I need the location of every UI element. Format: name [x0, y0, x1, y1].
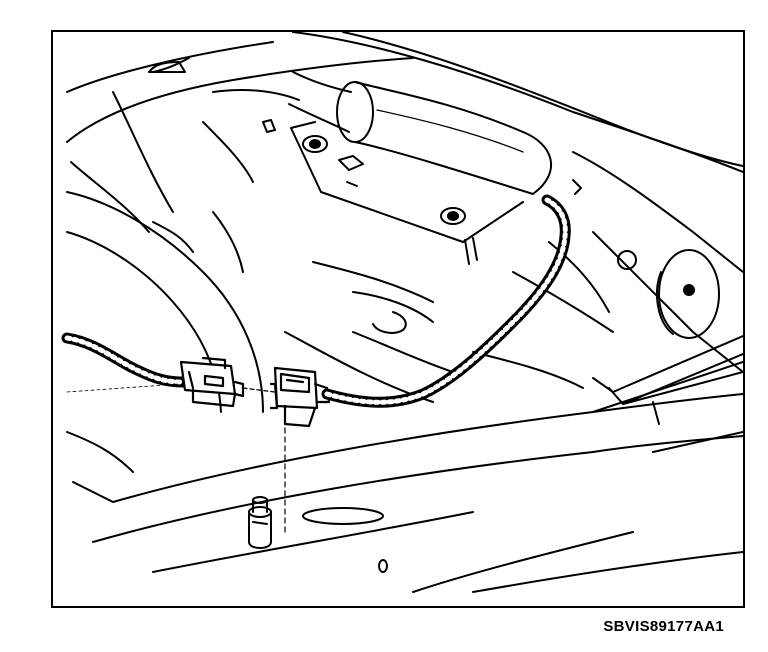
- connector-left: [179, 356, 245, 408]
- trunk-floor: [66, 361, 743, 593]
- harness-left: [61, 332, 189, 388]
- floor-contours: [284, 261, 584, 403]
- filler-tube: [288, 71, 553, 195]
- wheel-house-right: [512, 151, 743, 373]
- illustration-frame: [51, 30, 745, 608]
- figure-code: SBVIS89177AA1: [603, 618, 724, 635]
- rear-sill: [592, 335, 743, 425]
- harness-right: [321, 194, 571, 408]
- harness-clip: [248, 496, 272, 549]
- harness-illustration: [61, 32, 743, 593]
- connection-guide-line: [66, 383, 286, 533]
- connector-right: [269, 366, 331, 428]
- rear-body-panels: [66, 32, 743, 233]
- mounting-bracket: [290, 121, 524, 265]
